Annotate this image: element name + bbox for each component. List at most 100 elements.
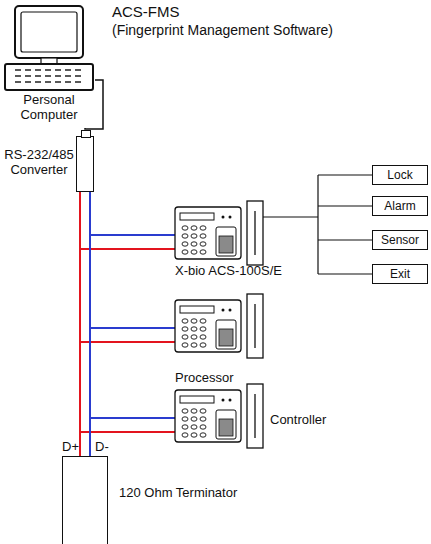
key <box>25 81 31 82</box>
fingerprint-window <box>219 419 233 436</box>
part-name: Controller <box>270 412 326 428</box>
software-title: ACS-FMS <box>112 4 180 20</box>
key <box>182 433 188 437</box>
keyboard <box>5 64 93 90</box>
key <box>191 226 197 230</box>
computer-icon <box>3 4 95 92</box>
controller-slot <box>254 211 255 255</box>
output-box: Alarm <box>372 196 428 216</box>
indicator <box>222 216 225 219</box>
signal-name: D+ <box>62 439 79 455</box>
wire <box>318 174 372 175</box>
controller-body <box>247 294 263 358</box>
controller-body <box>247 201 263 265</box>
indicator <box>229 399 232 402</box>
key <box>75 69 81 70</box>
node-text: Sensor <box>381 233 419 248</box>
display <box>180 306 214 313</box>
key <box>182 335 188 339</box>
bus-tap <box>90 417 175 419</box>
device-model: X-bio ACS-100S/E <box>175 263 282 279</box>
fingerprint-window <box>219 236 233 253</box>
key <box>35 69 41 70</box>
key <box>191 417 197 421</box>
key <box>191 343 197 347</box>
key <box>15 75 21 76</box>
screen <box>21 12 77 52</box>
key <box>55 75 61 76</box>
indicator <box>229 216 232 219</box>
key <box>182 234 188 238</box>
key <box>191 409 197 413</box>
key <box>35 81 41 82</box>
key <box>200 343 206 347</box>
output-box: Lock <box>372 165 428 185</box>
key <box>15 81 21 82</box>
bus-tap <box>90 234 175 236</box>
key <box>55 69 61 70</box>
key <box>15 69 21 70</box>
key <box>200 417 206 421</box>
node-text: RS-232/485 Converter <box>3 147 75 177</box>
fingerprint-window <box>219 329 233 346</box>
key <box>182 343 188 347</box>
key <box>35 75 41 76</box>
processor-body <box>175 207 241 259</box>
cable <box>79 192 81 456</box>
indicator <box>222 309 225 312</box>
key <box>182 417 188 421</box>
bus-tap <box>80 248 175 250</box>
key <box>75 75 81 76</box>
indicator <box>222 399 225 402</box>
wire <box>263 216 318 217</box>
key <box>200 327 206 331</box>
node-text: Lock <box>387 168 412 183</box>
processor-body <box>175 390 241 442</box>
key <box>25 69 31 70</box>
output-box: Sensor <box>372 230 428 250</box>
key <box>200 234 206 238</box>
key <box>182 226 188 230</box>
key <box>65 81 71 82</box>
connector-plug <box>81 130 91 138</box>
key <box>200 319 206 323</box>
key <box>45 69 51 70</box>
key <box>191 250 197 254</box>
indicator <box>229 309 232 312</box>
node-text: 120 Ohm Terminator <box>119 485 237 500</box>
key <box>182 319 188 323</box>
terminator-box: 120 Ohm Terminator <box>62 456 108 544</box>
part-name: Processor <box>175 370 234 386</box>
key <box>55 81 61 82</box>
software-subtitle: (Fingerprint Management Software) <box>112 22 333 38</box>
key <box>200 226 206 230</box>
key <box>182 250 188 254</box>
node-text: Exit <box>390 267 410 282</box>
sensor-frame <box>216 227 236 256</box>
key <box>191 327 197 331</box>
wire <box>318 205 372 206</box>
controller-slot <box>254 304 255 348</box>
node-text: Alarm <box>384 199 415 214</box>
access-device <box>80 201 263 265</box>
controller-slot <box>254 394 255 438</box>
key <box>45 81 51 82</box>
key <box>191 335 197 339</box>
key <box>65 69 71 70</box>
bus-tap <box>90 327 175 329</box>
signal-name: D- <box>95 439 109 455</box>
access-device <box>80 384 263 448</box>
key <box>200 425 206 429</box>
key <box>200 250 206 254</box>
key <box>75 81 81 82</box>
output-box: Exit <box>372 264 428 284</box>
key <box>200 242 206 246</box>
key <box>45 75 51 76</box>
sensor-frame <box>216 410 236 439</box>
wire <box>318 273 372 274</box>
sensor-frame <box>216 320 236 349</box>
key <box>191 319 197 323</box>
key <box>182 425 188 429</box>
